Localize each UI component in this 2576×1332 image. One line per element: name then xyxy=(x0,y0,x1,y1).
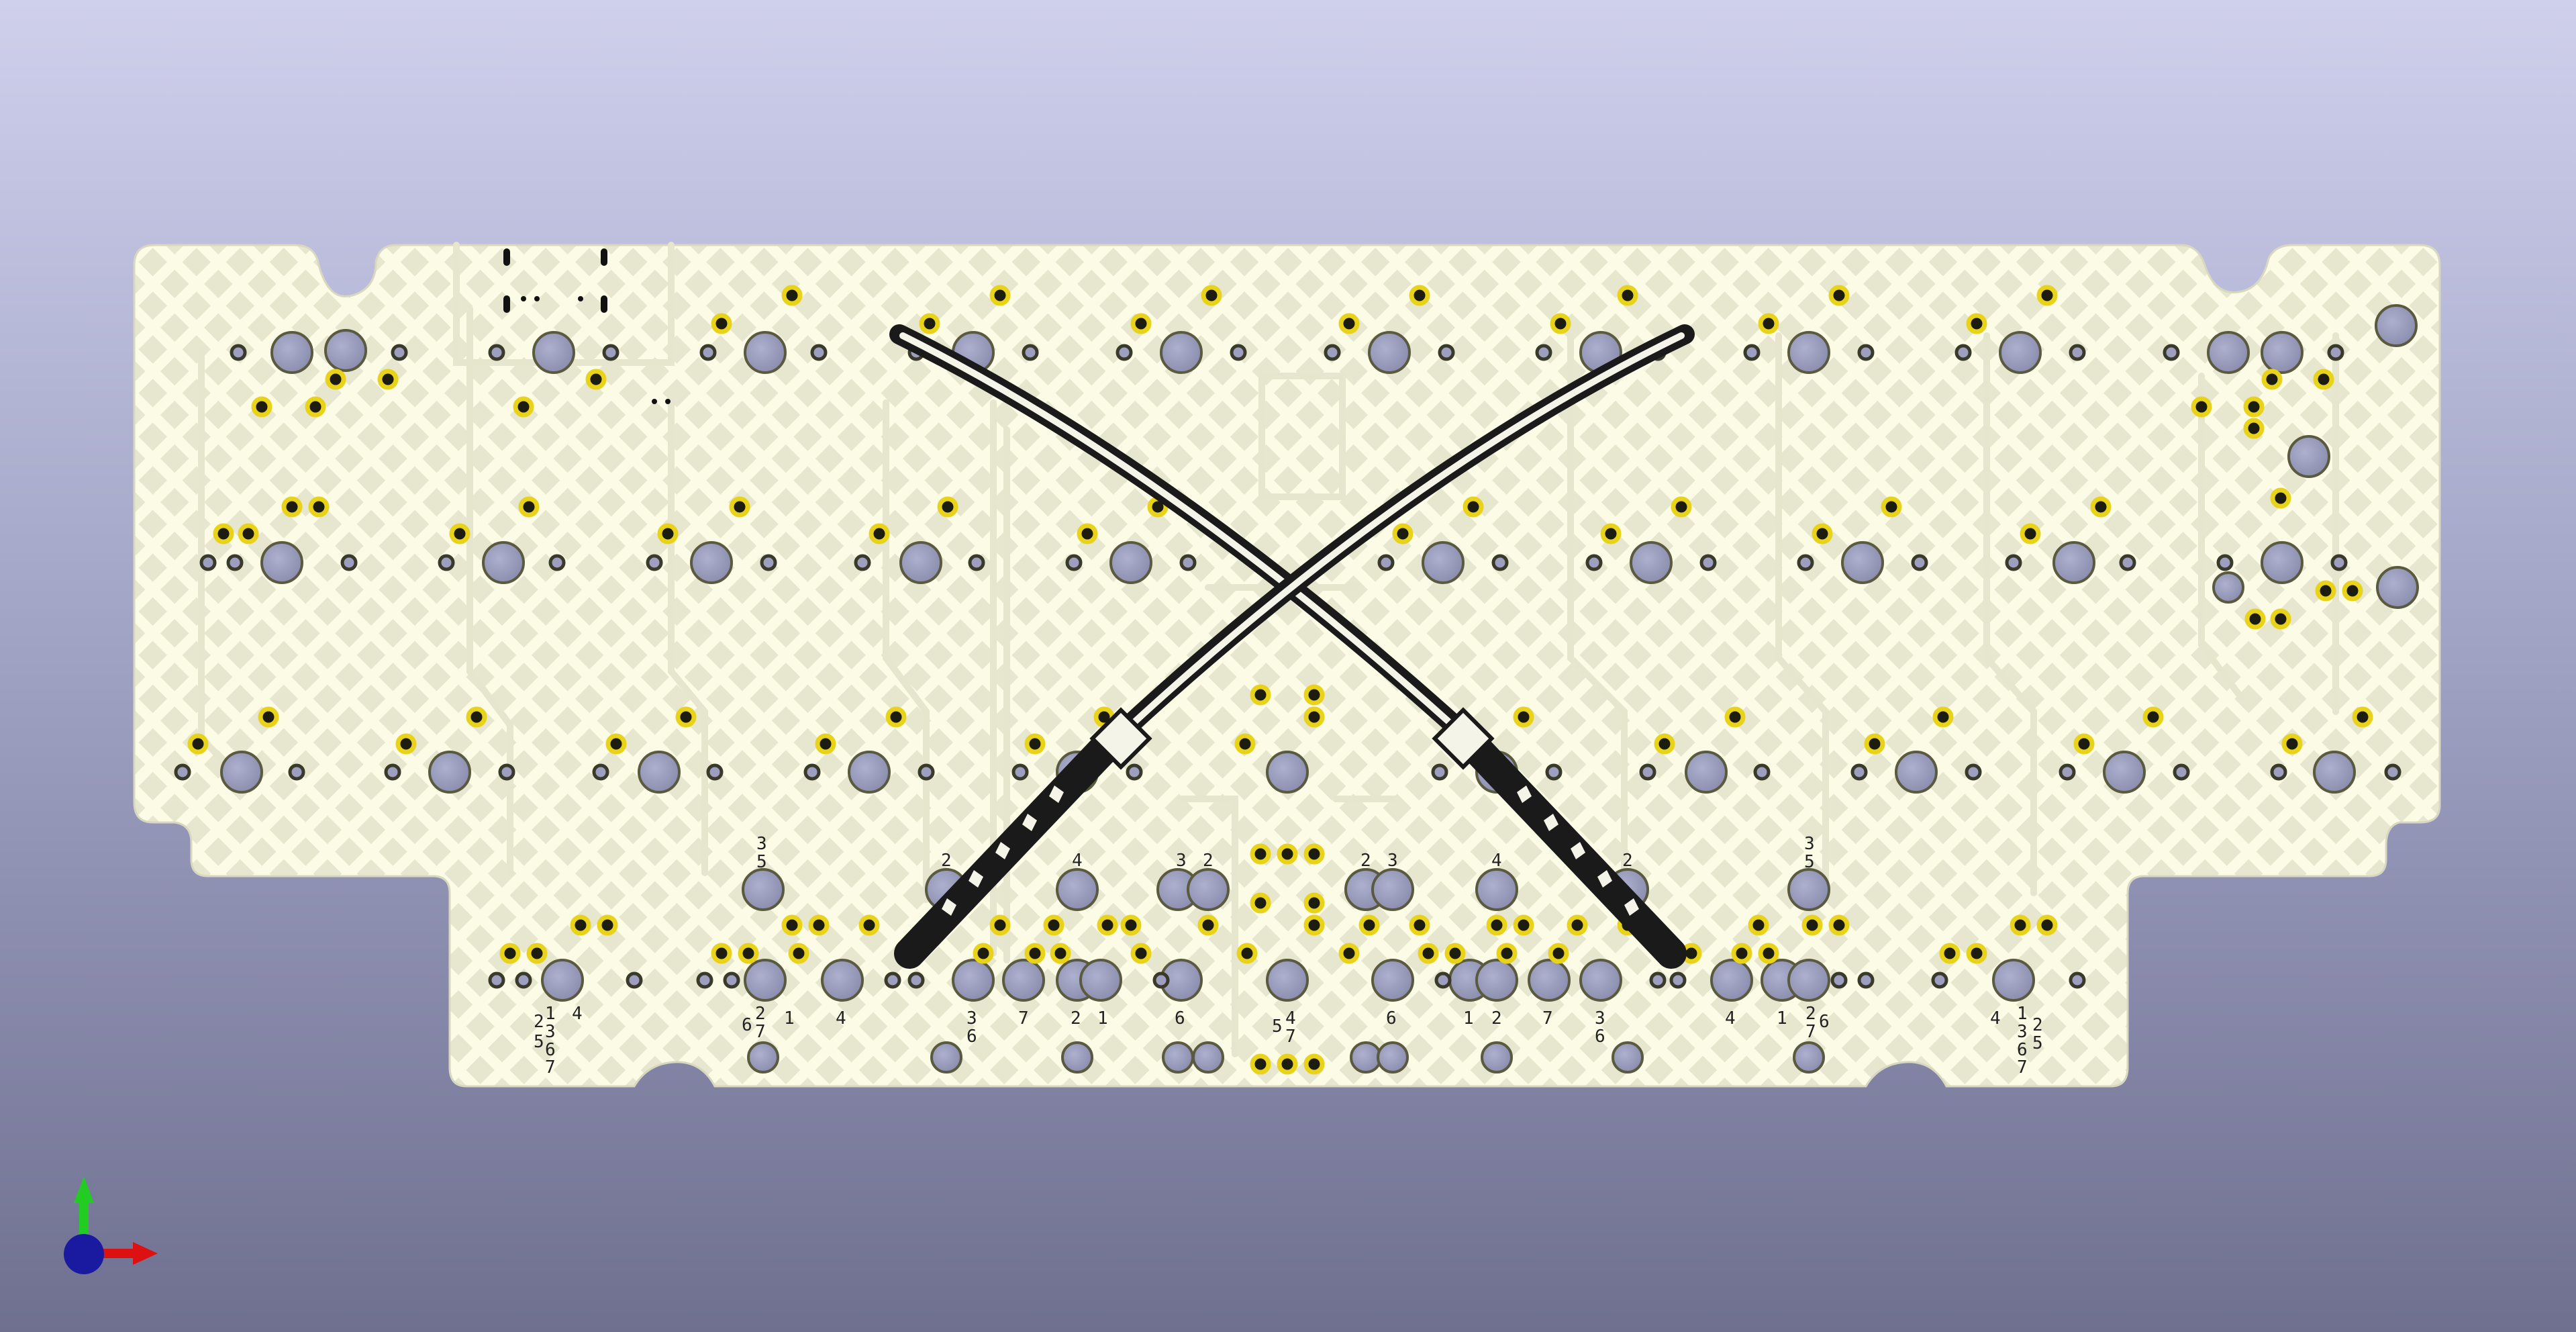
label-left-a2: 5 xyxy=(756,852,767,872)
label-bl1-7: 7 xyxy=(545,1057,556,1078)
label-bml-6: 6 xyxy=(1175,1008,1185,1029)
label-bl2-5: 4 xyxy=(836,1008,846,1029)
label-br2-6: 6 xyxy=(2017,1040,2028,1060)
label-bl1-5: 5 xyxy=(534,1032,544,1052)
label-br1-1: 4 xyxy=(1725,1008,1736,1029)
label-bl2-4: 1 xyxy=(784,1008,795,1029)
label-left-b2: 4 xyxy=(1072,851,1083,871)
label-left-b1: 2 xyxy=(941,851,952,871)
label-bmr-2: 1 xyxy=(1463,1008,1474,1029)
label-bc-2: 5 xyxy=(1272,1016,1283,1037)
label-bl2-3: 7 xyxy=(755,1022,766,1042)
label-bl1-2: 2 xyxy=(534,1012,544,1032)
label-right-a2: 3 xyxy=(1387,851,1398,871)
label-bl2-2: 6 xyxy=(742,1015,752,1035)
silkscreen-labels: 3 5 2 4 3 2 2 3 4 2 3 5 1 2 3 4 5 6 7 2 … xyxy=(534,834,2043,1078)
label-right-b2: 5 xyxy=(1804,852,1815,872)
label-bml-2: 6 xyxy=(967,1027,977,1047)
katana-artwork xyxy=(889,324,1695,969)
y-axis-arrow-icon xyxy=(74,1176,94,1203)
label-left-b4: 2 xyxy=(1203,851,1213,871)
traces xyxy=(198,242,2339,1057)
label-bml-4: 2 xyxy=(1071,1008,1081,1029)
label-br2-5: 5 xyxy=(2032,1033,2043,1053)
connector-footprint xyxy=(503,248,671,404)
label-br1-5: 6 xyxy=(1819,1012,1830,1032)
label-bml-5: 1 xyxy=(1097,1008,1108,1029)
board-outline xyxy=(133,244,2441,1088)
label-bl1-4: 4 xyxy=(572,1004,583,1024)
label-bl1-3: 3 xyxy=(545,1022,556,1042)
label-bml-3: 7 xyxy=(1018,1008,1029,1029)
label-bmr-6: 6 xyxy=(1595,1027,1605,1047)
label-br2-7: 7 xyxy=(2017,1057,2028,1078)
label-bl1-6: 6 xyxy=(545,1040,556,1060)
label-right-b1: 3 xyxy=(1804,834,1815,854)
label-bc-1: 4 xyxy=(1285,1008,1296,1029)
z-axis-icon xyxy=(64,1234,104,1274)
label-bml-1: 3 xyxy=(967,1008,977,1029)
label-br2-1: 4 xyxy=(1990,1008,2001,1029)
label-br1-4: 7 xyxy=(1805,1022,1816,1042)
label-bmr-5: 3 xyxy=(1595,1008,1605,1029)
label-right-a3: 4 xyxy=(1491,851,1502,871)
axes-gizmo[interactable] xyxy=(40,1155,175,1302)
switch-holes xyxy=(220,304,2419,1074)
label-bmr-3: 2 xyxy=(1491,1008,1502,1029)
label-br1-2: 1 xyxy=(1777,1008,1787,1029)
label-left-a1: 3 xyxy=(756,834,767,854)
label-right-a4: 2 xyxy=(1622,851,1633,871)
side-holes xyxy=(174,344,2401,989)
label-bc-3: 7 xyxy=(1285,1027,1296,1047)
label-bmr-1: 6 xyxy=(1386,1008,1397,1029)
label-right-a1: 2 xyxy=(1360,851,1371,871)
x-axis-arrow-icon xyxy=(133,1242,158,1265)
label-br2-2: 1 xyxy=(2017,1004,2028,1024)
label-bmr-4: 7 xyxy=(1542,1008,1553,1029)
label-br1-3: 2 xyxy=(1805,1004,1816,1024)
label-bl1-1: 1 xyxy=(545,1004,556,1024)
label-br2-4: 3 xyxy=(2017,1022,2028,1042)
label-bl2-1: 2 xyxy=(755,1004,766,1024)
label-br2-3: 2 xyxy=(2032,1015,2043,1035)
label-left-b3: 3 xyxy=(1176,851,1187,871)
pads xyxy=(187,285,2373,1075)
